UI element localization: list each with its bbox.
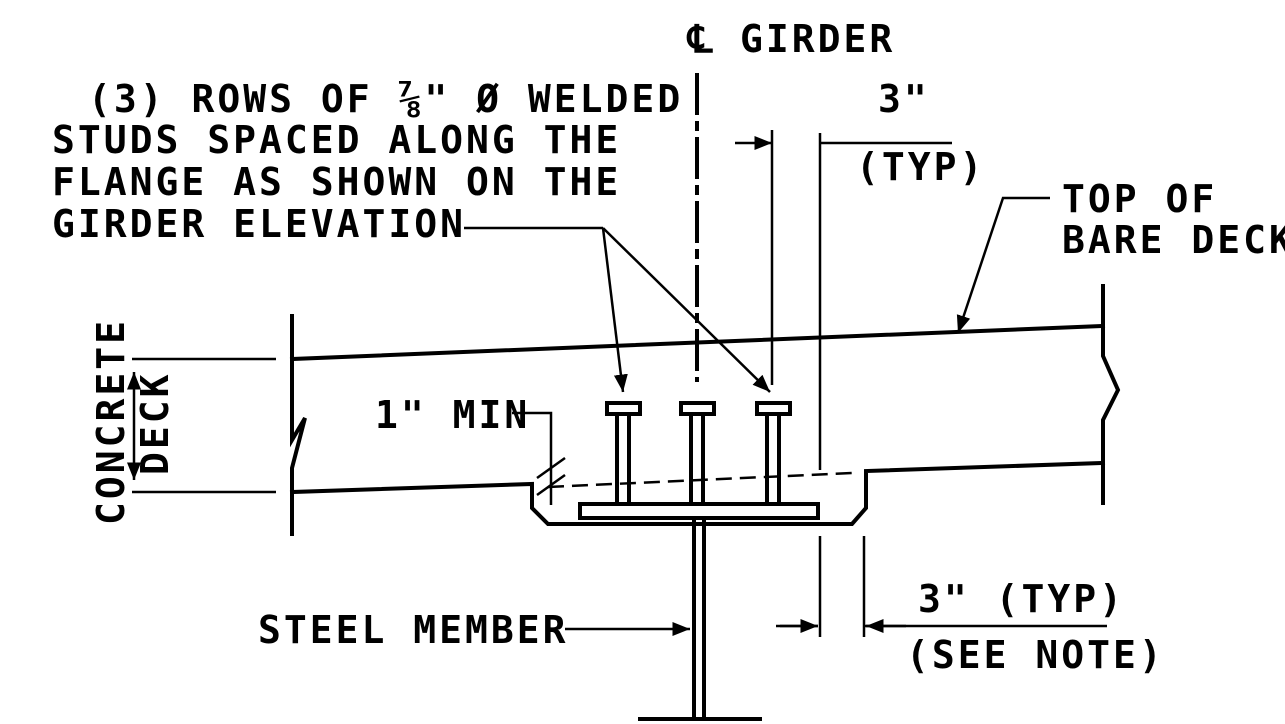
deck-bottom-left bbox=[289, 460, 1106, 526]
studs-note-line2: STUDS SPACED ALONG THE bbox=[52, 118, 621, 162]
top-dimension-label: 3" bbox=[878, 77, 930, 121]
top-dimension-typ: (TYP) bbox=[856, 145, 985, 189]
min-cover-tick-2 bbox=[536, 473, 566, 497]
studs-note-line3: FLANGE AS SHOWN ON THE bbox=[52, 160, 621, 204]
deck-break-right bbox=[1101, 284, 1121, 505]
studs-leader-left bbox=[601, 227, 628, 393]
top-of-label: TOP OF bbox=[1062, 177, 1217, 221]
stud-center bbox=[679, 401, 716, 506]
bottom-dimension-label: 3" (TYP) bbox=[918, 577, 1125, 621]
min-cover-leader bbox=[512, 411, 553, 455]
studs-leader-right bbox=[602, 227, 771, 393]
studs-note-line4: GIRDER ELEVATION bbox=[52, 202, 466, 246]
stud-right bbox=[755, 401, 792, 506]
min-cover-tick-1 bbox=[536, 456, 566, 480]
top-of-deck-leader bbox=[956, 196, 1050, 334]
steel-member-label: STEEL MEMBER bbox=[258, 608, 569, 652]
concrete-label: CONCRETE bbox=[89, 318, 133, 525]
top-flange bbox=[578, 502, 820, 520]
bare-deck-label: BARE DECK bbox=[1062, 218, 1285, 262]
see-note-label: (SEE NOTE) bbox=[906, 633, 1165, 677]
centerline-symbol: ℄ bbox=[686, 17, 715, 61]
deck-label: DECK bbox=[133, 371, 177, 475]
girder-label: GIRDER bbox=[740, 17, 895, 61]
haunch-line bbox=[547, 471, 853, 489]
stud-left bbox=[605, 401, 642, 506]
deck-top-surface bbox=[289, 323, 1106, 362]
min-cover-label: 1" MIN bbox=[375, 393, 530, 437]
deck-break-left bbox=[290, 314, 307, 536]
studs-note-line1: (3) ROWS OF ⅞" Ø WELDED bbox=[88, 77, 683, 121]
